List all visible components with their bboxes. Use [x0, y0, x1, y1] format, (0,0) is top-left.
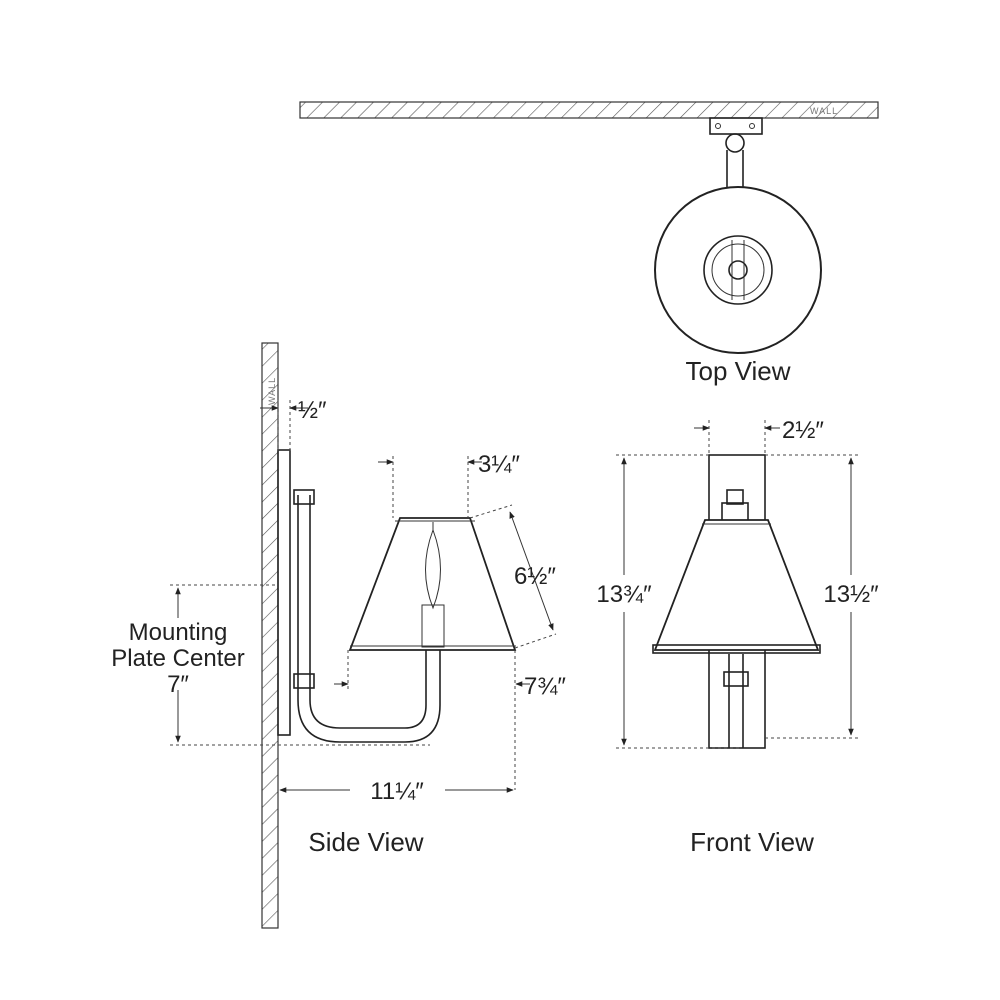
- top-wall-label: WALL: [810, 106, 838, 116]
- front-view: 2½″ 13¾″ 13½″ Front View: [596, 417, 879, 857]
- side-view-label: Side View: [308, 827, 423, 857]
- top-view-label: Top View: [685, 356, 790, 386]
- side-view: WALL ½″ 3¼″ 6½″: [111, 342, 566, 929]
- dim-plate-depth: ½″: [298, 397, 327, 424]
- dim-overall-height: 13¾″: [596, 581, 652, 608]
- dim-plate-width: 2½″: [782, 417, 824, 444]
- side-wall: [261, 342, 279, 929]
- side-backplate: [277, 449, 291, 736]
- top-wall: [299, 101, 879, 119]
- side-shade: [348, 517, 517, 651]
- dim-shade-slant: 6½″: [514, 563, 556, 590]
- top-view: WALL Top View: [299, 101, 879, 386]
- mounting-label-line2: Plate Center: [111, 645, 244, 672]
- top-shade-outline: [654, 186, 822, 354]
- mounting-label-line1: Mounting: [129, 619, 228, 646]
- side-wall-label: WALL: [267, 377, 277, 405]
- dim-shade-bottom: 7¾″: [524, 673, 566, 700]
- front-view-label: Front View: [690, 827, 814, 857]
- dim-body-height: 13½″: [823, 581, 879, 608]
- mounting-value: 7″: [167, 671, 189, 698]
- front-shade: [653, 519, 820, 651]
- dim-extension: 11¼″: [370, 778, 424, 805]
- dim-shade-top: 3¼″: [478, 451, 520, 478]
